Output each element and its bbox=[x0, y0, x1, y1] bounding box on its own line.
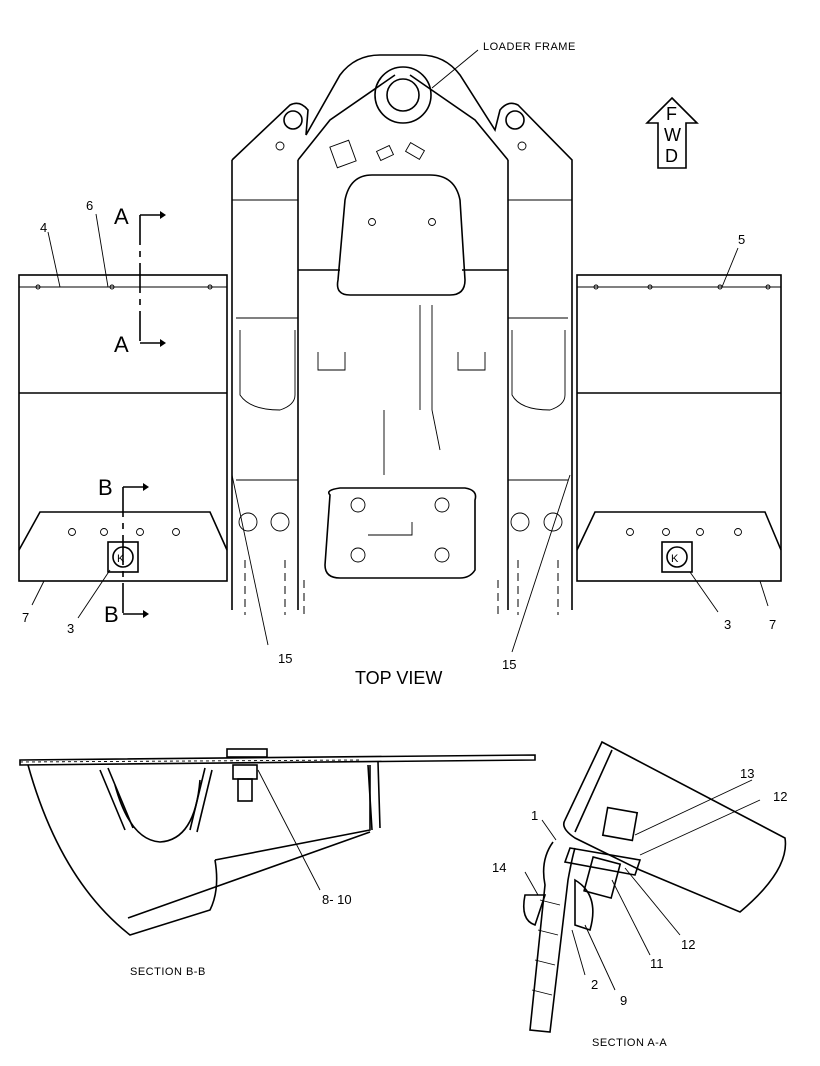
callout-3-left: 3 bbox=[67, 621, 74, 636]
fwd-letter-w: W bbox=[664, 125, 681, 145]
section-b-marker-top: B bbox=[98, 475, 113, 500]
leader-lines-section-a bbox=[524, 779, 761, 991]
callout-15-right: 15 bbox=[502, 657, 516, 672]
callout-1: 1 bbox=[531, 808, 538, 823]
callout-2: 2 bbox=[591, 977, 598, 992]
loader-frame-label: LOADER FRAME bbox=[483, 41, 576, 53]
callout-15-left: 15 bbox=[278, 651, 292, 666]
section-a-a-title: SECTION A-A bbox=[592, 1037, 667, 1049]
callout-4: 4 bbox=[40, 220, 47, 235]
callout-7-left: 7 bbox=[22, 610, 29, 625]
callout-7-right: 7 bbox=[769, 617, 776, 632]
left-tool-box: K bbox=[18, 274, 228, 582]
right-tool-box: K bbox=[576, 274, 782, 582]
callout-6: 6 bbox=[86, 198, 93, 213]
callout-12-lower: 12 bbox=[681, 937, 695, 952]
section-a-marker-top: A bbox=[114, 204, 129, 229]
fwd-letter-f: F bbox=[666, 104, 677, 124]
callout-5: 5 bbox=[738, 232, 745, 247]
callout-13: 13 bbox=[740, 766, 754, 781]
callout-11: 11 bbox=[650, 956, 664, 971]
fwd-letter-d: D bbox=[665, 146, 678, 166]
callout-3-right: 3 bbox=[724, 617, 731, 632]
section-b-b-title: SECTION B-B bbox=[130, 966, 206, 978]
callout-14: 14 bbox=[492, 860, 506, 875]
section-cut-b: B B bbox=[98, 475, 149, 627]
loader-frame bbox=[231, 54, 573, 615]
up-arrow-icon: F W D bbox=[645, 96, 699, 169]
section-b-b-view bbox=[19, 748, 536, 936]
callout-12-upper: 12 bbox=[773, 789, 787, 804]
section-a-marker-bottom: A bbox=[114, 332, 129, 357]
svg-text:K: K bbox=[117, 553, 125, 565]
section-b-marker-bottom: B bbox=[104, 602, 119, 627]
top-view-title: TOP VIEW bbox=[355, 668, 442, 688]
service-point-icon: K bbox=[666, 546, 688, 568]
callout-9: 9 bbox=[620, 993, 627, 1008]
callout-8-10: 8- 10 bbox=[322, 892, 352, 907]
section-a-a-view bbox=[522, 740, 787, 1033]
svg-text:K: K bbox=[671, 553, 679, 565]
leader-lines bbox=[31, 49, 769, 653]
section-cut-a: A A bbox=[114, 204, 166, 357]
